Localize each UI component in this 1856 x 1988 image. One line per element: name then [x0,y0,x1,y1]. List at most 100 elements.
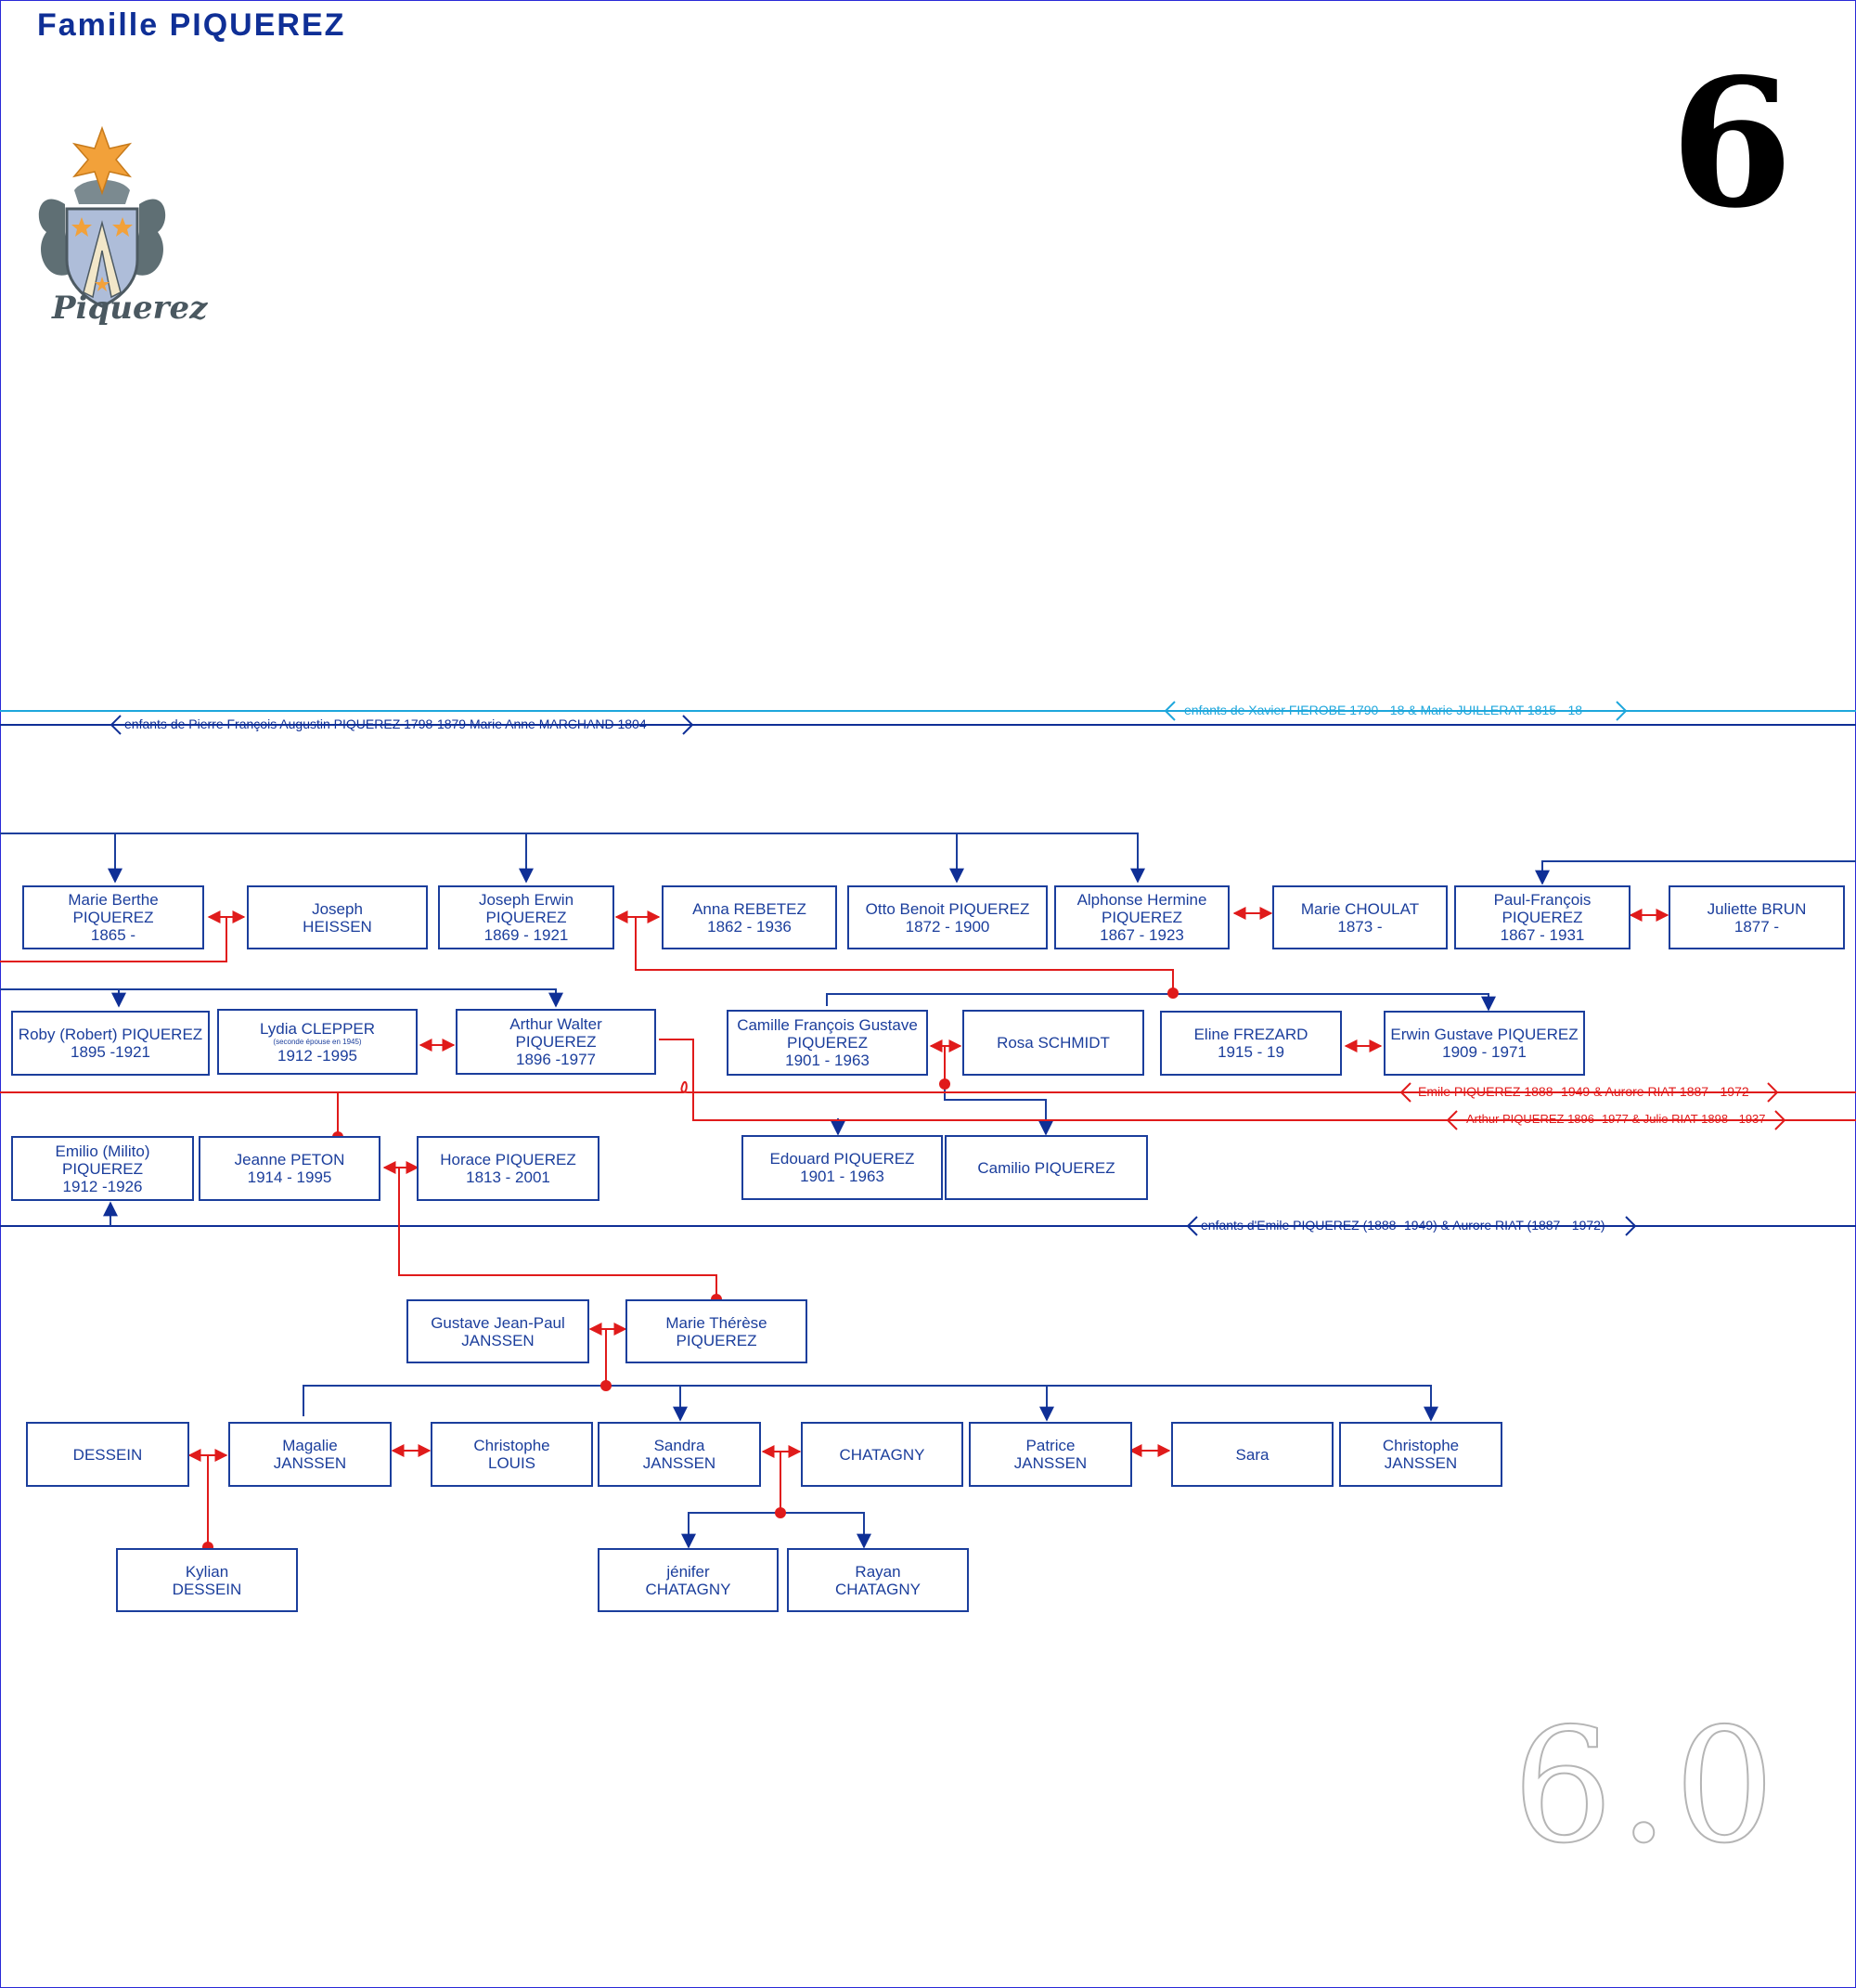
person-name-line: JANSSEN [273,1454,347,1472]
person-kylian-dessein[interactable]: Kylian DESSEIN [116,1548,298,1612]
person-gustave-jean-paul-janssen[interactable]: Gustave Jean-Paul JANSSEN [406,1299,589,1363]
person-joseph-erwin-piquerez[interactable]: Joseph Erwin PIQUEREZ 1869 - 1921 [438,885,614,949]
banner-arthur-julie: Arthur PIQUEREZ 1896 -1977 & Julie RIAT … [1466,1112,1766,1126]
person-marie-therese-piquerez[interactable]: Marie Thérèse PIQUEREZ [625,1299,807,1363]
person-name-line: CHATAGNY [839,1445,925,1464]
person-sara[interactable]: Sara [1171,1422,1334,1487]
person-emilio-piquerez[interactable]: Emilio (Milito) PIQUEREZ 1912 -1926 [11,1136,194,1201]
person-lydia-clepper[interactable]: Lydia CLEPPER (seconde épouse en 1945) 1… [217,1009,418,1075]
person-dates: 1867 - 1923 [1100,926,1184,944]
person-edouard-piquerez[interactable]: Edouard PIQUEREZ 1901 - 1963 [741,1135,943,1200]
person-name-line: PIQUEREZ [515,1033,597,1051]
person-name-line: LOUIS [487,1454,536,1472]
person-name-line: Magalie [282,1437,338,1454]
person-dates: 1914 - 1995 [247,1168,332,1186]
person-name-line: Juliette BRUN [1707,899,1807,918]
person-name-line: JANSSEN [1384,1454,1458,1472]
person-alphonse-hermine-piquerez[interactable]: Alphonse Hermine PIQUEREZ 1867 - 1923 [1054,885,1230,949]
coat-of-arms-logo [38,125,166,308]
person-name-line: Rayan [855,1562,901,1581]
person-name-line: Jeanne PETON [234,1151,345,1168]
person-dates: 1813 - 2001 [466,1168,550,1186]
person-name-line: Marie CHOULAT [1300,899,1420,918]
person-name-line: Camilio PIQUEREZ [977,1158,1115,1177]
person-anna-rebetez[interactable]: Anna REBETEZ 1862 - 1936 [662,885,837,949]
person-jenifer-chatagny[interactable]: jénifer CHATAGNY [598,1548,779,1612]
person-dates: 1867 - 1931 [1500,926,1585,944]
person-eline-frezard[interactable]: Eline FREZARD 1915 - 19 [1160,1011,1342,1076]
person-name-line: CHATAGNY [835,1580,921,1598]
person-name-line: Joseph Erwin [478,891,574,909]
person-magalie-janssen[interactable]: Magalie JANSSEN [228,1422,392,1487]
person-name-line: Marie Thérèse [665,1313,767,1332]
person-horace-piquerez[interactable]: Horace PIQUEREZ 1813 - 2001 [417,1136,599,1201]
person-dates: 1896 -1977 [515,1051,597,1068]
person-camilio-piquerez[interactable]: Camilio PIQUEREZ [945,1135,1148,1200]
person-name-line: PIQUEREZ [62,1159,143,1178]
person-paul-francois-piquerez[interactable]: Paul-François PIQUEREZ 1867 - 1931 [1454,885,1630,949]
person-joseph-heissen[interactable]: Joseph HEISSEN [247,885,428,949]
person-name-line: JANSSEN [1013,1454,1088,1472]
person-dates: 1915 - 19 [1218,1043,1284,1061]
person-name-line: Alphonse Hermine [1076,891,1207,909]
person-name-line: Roby (Robert) PIQUEREZ [18,1026,203,1043]
person-marie-berthe-piquerez[interactable]: Marie Berthe PIQUEREZ 1865 - [22,885,204,949]
person-dates: 1895 -1921 [70,1043,151,1061]
person-otto-benoit-piquerez[interactable]: Otto Benoit PIQUEREZ 1872 - 1900 [847,885,1048,949]
person-sandra-janssen[interactable]: Sandra JANSSEN [598,1422,761,1487]
banner-xavier-fierobe: enfants de Xavier FIEROBE 1790 - 18 & Ma… [1184,703,1583,717]
person-dates: 1912 -1926 [62,1177,143,1195]
person-name-line: Sandra [653,1437,705,1454]
person-roby-piquerez[interactable]: Roby (Robert) PIQUEREZ 1895 -1921 [11,1011,210,1076]
person-name-line: PIQUEREZ [1502,909,1583,926]
page-title: Famille PIQUEREZ [37,7,346,43]
person-dates: 1909 - 1971 [1442,1043,1527,1061]
person-name-line: Eline FREZARD [1193,1026,1308,1043]
person-name-line: Edouard PIQUEREZ [769,1150,915,1168]
person-arthur-walter-piquerez[interactable]: Arthur Walter PIQUEREZ 1896 -1977 [456,1009,656,1075]
person-dates: 1869 - 1921 [483,926,569,944]
person-chatagny[interactable]: CHATAGNY [801,1422,963,1487]
person-name-line: JANSSEN [461,1331,535,1349]
person-name-line: Lydia CLEPPER [259,1019,376,1038]
person-name-line: HEISSEN [303,917,372,936]
person-dates: 1877 - [1734,917,1780,936]
person-name-line: Joseph [312,899,363,918]
person-dates: 1901 - 1963 [800,1168,884,1185]
person-patrice-janssen[interactable]: Patrice JANSSEN [969,1422,1132,1487]
person-camille-francois-gustave-piquerez[interactable]: Camille François Gustave PIQUEREZ 1901 -… [727,1010,928,1076]
person-name-line: Arthur Walter [509,1015,602,1033]
banner-pierre-francois: enfants de Pierre François Augustin PIQU… [124,716,655,731]
person-name-line: jénifer [666,1562,710,1581]
person-dessein[interactable]: DESSEIN [26,1422,189,1487]
person-name-line: Sara [1235,1445,1270,1464]
person-name-line: Camille François Gustave [737,1016,918,1034]
person-name-line: CHATAGNY [645,1580,731,1598]
person-rosa-schmidt[interactable]: Rosa SCHMIDT [962,1010,1144,1076]
person-name-line: Christophe [1382,1437,1460,1454]
person-name-line: Christophe [473,1437,550,1454]
person-marie-choulat[interactable]: Marie CHOULAT 1873 - [1272,885,1448,949]
person-juliette-brun[interactable]: Juliette BRUN 1877 - [1669,885,1845,949]
person-name-line: JANSSEN [642,1454,716,1472]
person-note: (seconde épouse en 1945) [273,1037,362,1046]
person-erwin-gustave-piquerez[interactable]: Erwin Gustave PIQUEREZ 1909 - 1971 [1384,1011,1585,1076]
person-name-line: Kylian [185,1562,229,1581]
person-name-line: Paul-François [1493,891,1592,909]
person-name-line: DESSEIN [72,1445,143,1464]
person-name-line: DESSEIN [172,1580,242,1598]
person-name-line: PIQUEREZ [787,1034,868,1052]
person-dates: 1912 -1995 [277,1046,358,1065]
person-dates: 1862 - 1936 [707,917,792,936]
person-rayan-chatagny[interactable]: Rayan CHATAGNY [787,1548,969,1612]
person-christophe-janssen[interactable]: Christophe JANSSEN [1339,1422,1502,1487]
person-name-line: PIQUEREZ [72,909,154,926]
person-jeanne-peton[interactable]: Jeanne PETON 1914 - 1995 [199,1136,380,1201]
person-christophe-louis[interactable]: Christophe LOUIS [431,1422,593,1487]
person-name-line: PIQUEREZ [485,909,567,926]
banner-emile-children: enfants d'Emile PIQUEREZ (1888 -1949) & … [1201,1218,1605,1233]
person-dates: 1865 - [90,926,136,944]
person-name-line: Marie Berthe [68,891,159,909]
person-dates: 1873 - [1337,917,1383,936]
